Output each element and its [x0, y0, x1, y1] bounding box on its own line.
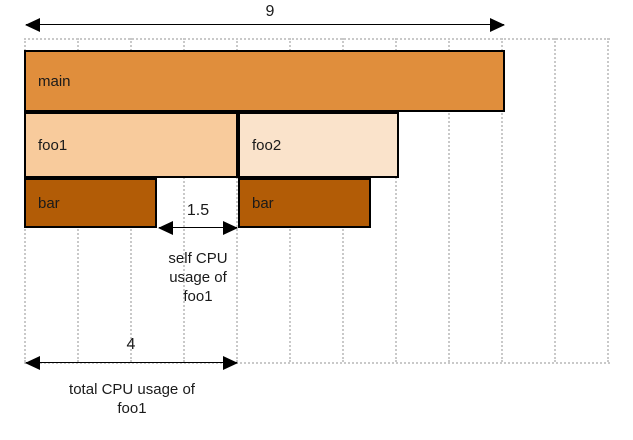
- gridline-vertical: [607, 38, 609, 362]
- measure-arrow-self-cpu: [158, 221, 238, 235]
- flame-bar-label: bar: [38, 194, 60, 212]
- flame-bar-foo1[interactable]: foo1: [24, 112, 238, 178]
- measure-caption-total-cpu: total CPU usage of foo1: [37, 381, 227, 419]
- flame-bar-bar-left[interactable]: bar: [24, 178, 157, 228]
- gridline-horizontal: [24, 38, 610, 40]
- flame-bar-label: main: [38, 72, 71, 90]
- measure-value-total-cpu: 4: [126, 336, 136, 353]
- gridline-horizontal: [24, 362, 610, 364]
- caption-line: usage of: [169, 268, 227, 286]
- measure-value-total-main: 9: [265, 3, 275, 20]
- gridline-vertical: [395, 38, 397, 362]
- arrow-head-right-icon: [223, 356, 238, 370]
- arrow-head-right-icon: [223, 221, 238, 235]
- gridline-vertical: [501, 38, 503, 362]
- arrow-head-left-icon: [25, 18, 40, 32]
- caption-line: foo1: [183, 287, 213, 305]
- gridline-vertical: [236, 38, 238, 362]
- arrow-head-right-icon: [490, 18, 505, 32]
- caption-line: total CPU usage of: [69, 381, 195, 398]
- flame-bar-label: foo2: [252, 136, 282, 154]
- caption-line: foo1: [117, 399, 147, 417]
- gridline-vertical: [183, 38, 185, 362]
- caption-line: self CPU: [168, 250, 228, 267]
- measure-arrow-total-main: [25, 18, 505, 32]
- flame-bar-main[interactable]: main: [24, 50, 505, 112]
- arrow-head-left-icon: [158, 221, 173, 235]
- arrow-head-left-icon: [25, 356, 40, 370]
- measure-value-self-cpu: 1.5: [186, 202, 210, 219]
- flame-bar-foo2[interactable]: foo2: [238, 112, 399, 178]
- measure-arrow-total-cpu: [25, 356, 238, 370]
- flame-bar-bar-right[interactable]: bar: [238, 178, 371, 228]
- gridline-vertical: [448, 38, 450, 362]
- gridline-vertical: [554, 38, 556, 362]
- measure-caption-self-cpu: self CPU usage of foo1: [138, 250, 258, 306]
- flame-bar-label: foo1: [38, 136, 68, 154]
- flame-bar-label: bar: [252, 194, 274, 212]
